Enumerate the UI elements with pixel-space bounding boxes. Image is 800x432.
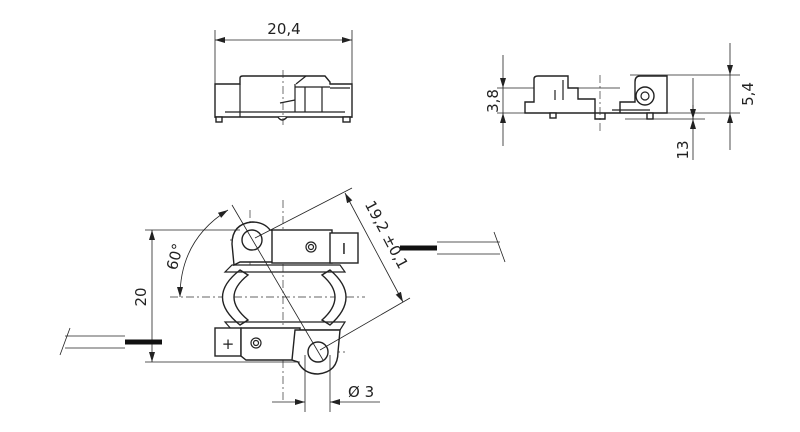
dimension-width-label: 20,4 [267,20,300,38]
dimension-pitch-label: 20 [132,287,150,306]
dimension-total-height-label: 5,4 [739,82,757,106]
dimension-pin-length-label: 13 [674,140,692,159]
wire-positive [59,327,162,356]
minus-marking: I [342,240,346,258]
positive-terminal [214,327,242,357]
dimension-hole-diameter-label: Ø 3 [348,383,374,401]
plus-marking: + [222,335,235,353]
side-view-right: 3,8 5,4 13 [484,43,757,160]
side-view-front: 20,4 [214,20,353,125]
plan-view: I + 20 60° 19,2 ±0,1 Ø 3 [132,187,412,412]
dimension-spacing-label: 19,2 ±0,1 [361,197,412,271]
wire-negative [400,231,506,263]
dimension-body-height-label: 3,8 [484,89,502,113]
